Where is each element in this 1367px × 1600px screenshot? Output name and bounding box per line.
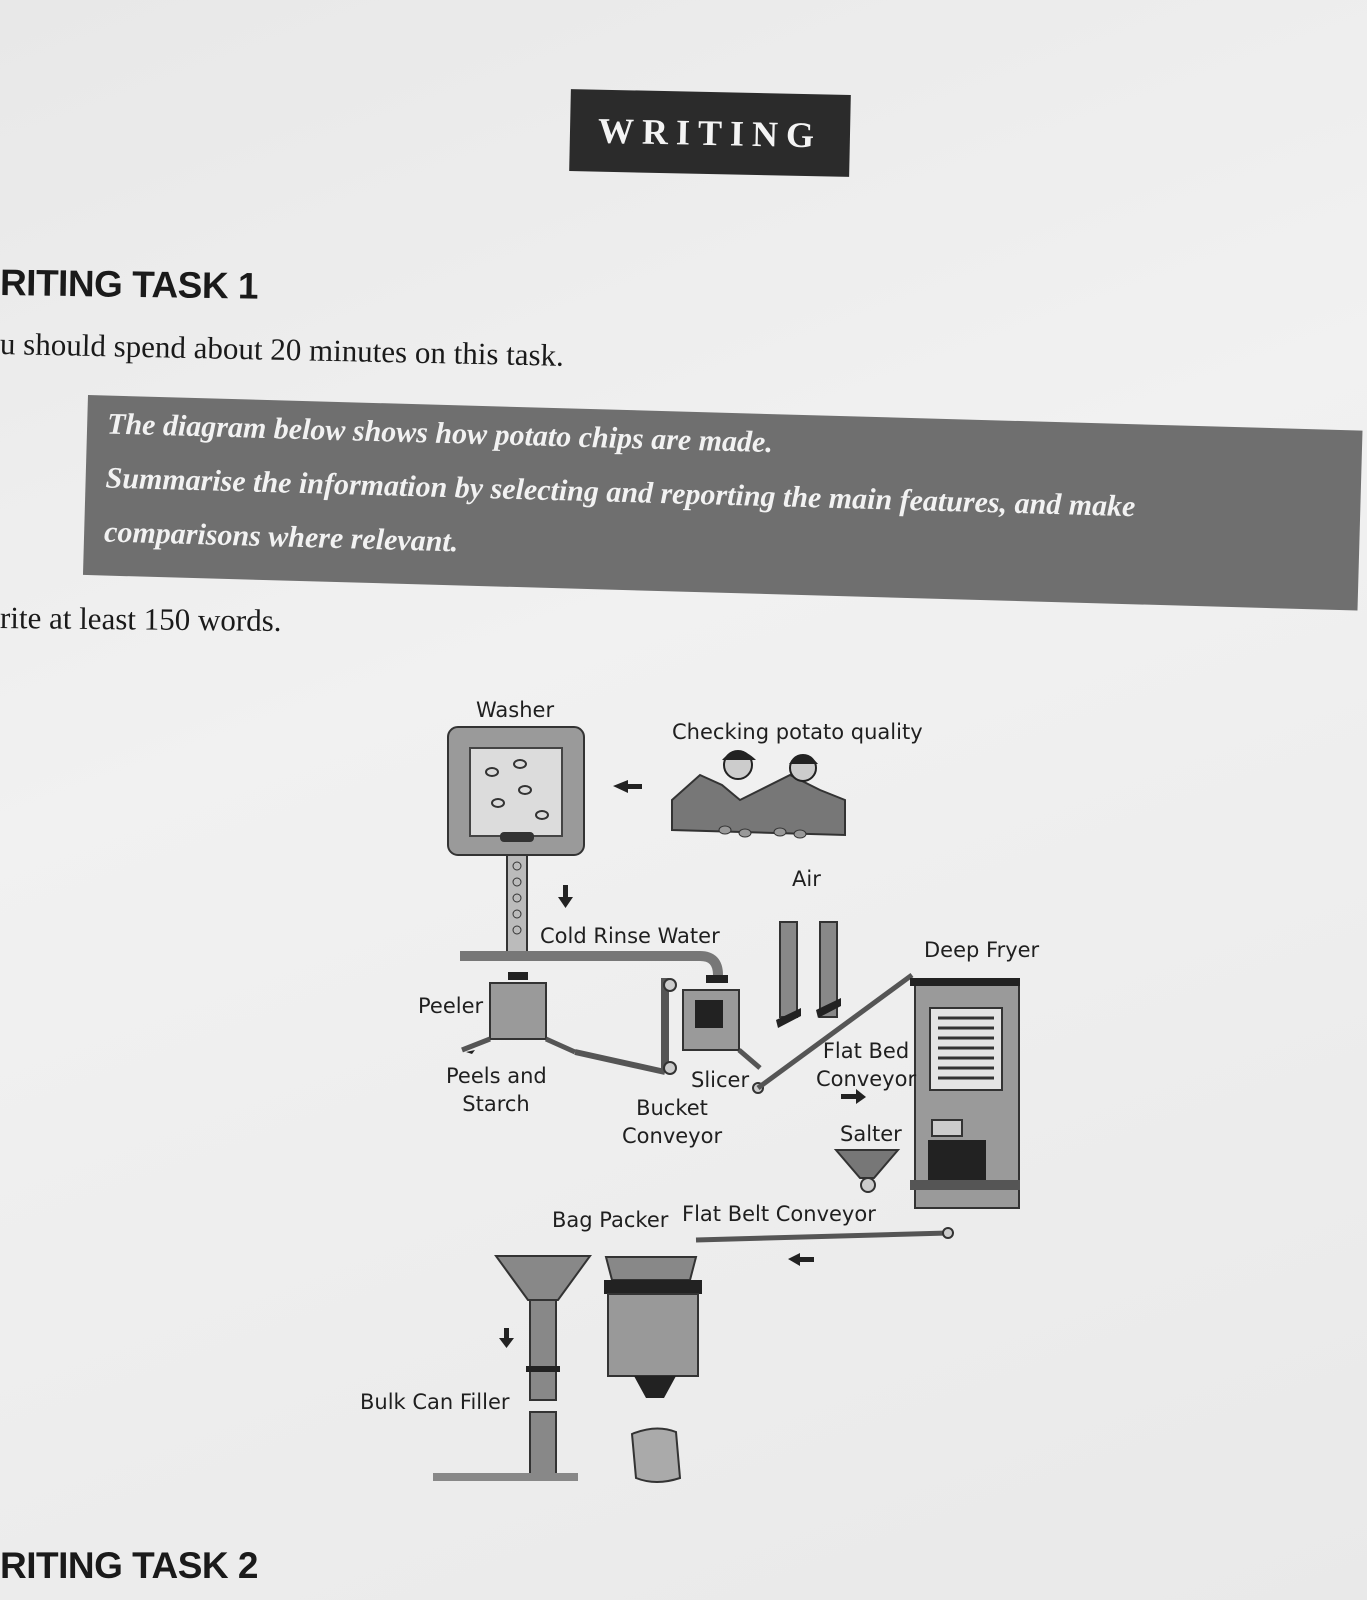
arrow-down-icon-2	[499, 1328, 514, 1348]
label-cold-rinse-water: Cold Rinse Water	[540, 924, 720, 948]
label-slicer: Slicer	[691, 1068, 750, 1092]
label-flat-bed-line1: Flat Bed	[822, 1039, 910, 1063]
arrow-right-icon	[841, 1089, 866, 1104]
label-washer: Washer	[476, 698, 555, 722]
label-bucket-line1: Bucket	[636, 1096, 708, 1120]
label-flat-belt-conveyor: Flat Belt Conveyor	[682, 1202, 876, 1226]
label-checking-quality: Checking potato quality	[672, 720, 923, 744]
flat-bed-conveyor	[756, 972, 914, 1091]
flat-belt-conveyor	[695, 1230, 949, 1243]
label-peels-and-starch: Peels and Starch	[446, 1062, 547, 1118]
washer-machine	[447, 726, 585, 956]
air-dryer	[776, 921, 841, 1028]
deep-fryer-machine	[910, 978, 1020, 1209]
label-peels-line2: Starch	[462, 1092, 530, 1116]
label-deep-fryer: Deep Fryer	[924, 938, 1040, 962]
label-salter: Salter	[840, 1122, 902, 1146]
arrow-left-icon-2	[788, 1253, 814, 1266]
bag-packer-machine	[604, 1256, 702, 1483]
salter-hopper	[833, 1149, 901, 1193]
bulk-can-filler	[433, 1255, 592, 1481]
label-peels-line1: Peels and	[446, 1064, 547, 1088]
arrow-down-icon	[558, 885, 573, 908]
label-flat-bed-conveyor: Flat Bed Conveyor	[816, 1037, 916, 1093]
bucket-conveyor-slicer	[574, 978, 764, 1094]
label-bucket-line2: Conveyor	[622, 1124, 723, 1148]
label-air: Air	[792, 867, 821, 891]
label-bulk-can-filler: Bulk Can Filler	[360, 1390, 510, 1414]
arrow-left-icon	[613, 780, 642, 793]
label-bag-packer: Bag Packer	[552, 1208, 669, 1232]
task2-heading: RITING TASK 2	[0, 1545, 259, 1586]
label-peeler: Peeler	[418, 994, 484, 1018]
peeler-machine	[461, 982, 577, 1055]
label-flat-bed-line2: Conveyor	[816, 1067, 917, 1091]
workers-checking-quality	[671, 750, 846, 839]
label-bucket-conveyor: Bucket Conveyor	[622, 1094, 722, 1150]
